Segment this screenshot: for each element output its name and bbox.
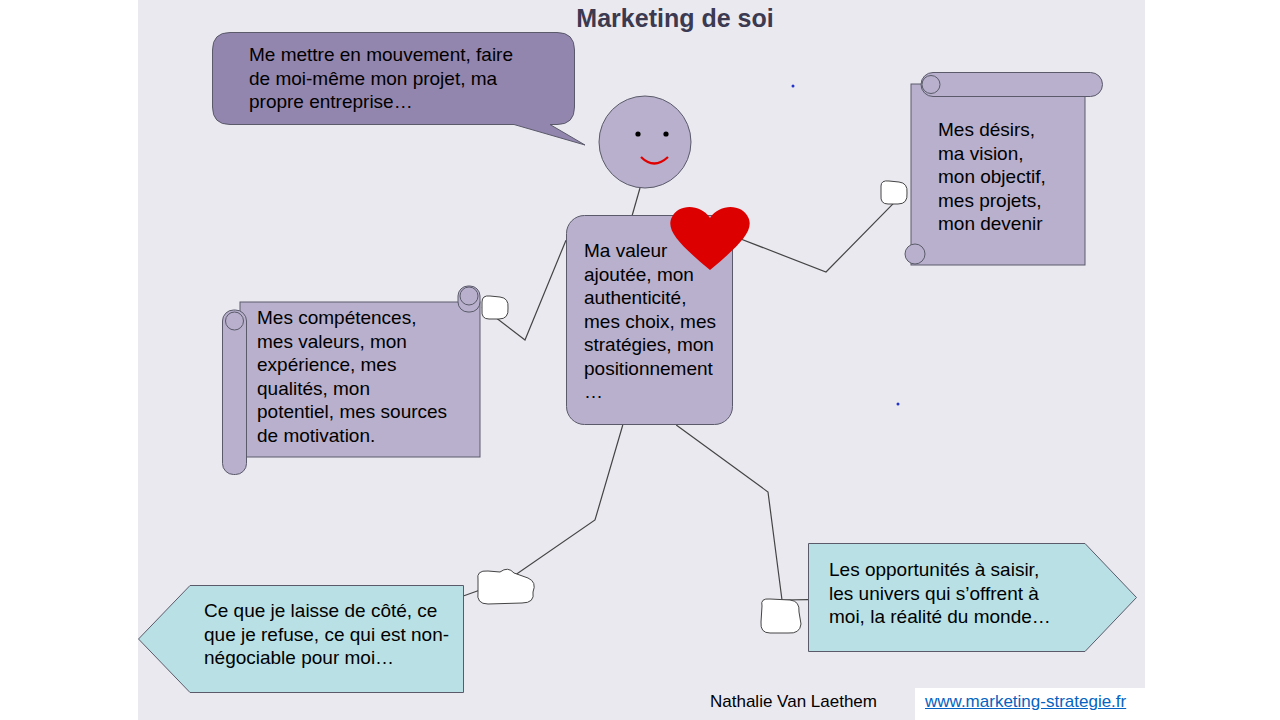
speech-bubble: Me mettre en mouvement, faire de moi-mêm…	[212, 32, 575, 125]
eye	[635, 131, 640, 136]
scroll-roll	[223, 310, 247, 475]
arrow-outline	[139, 586, 464, 693]
scroll-curl	[922, 76, 940, 94]
website-link: www.marketing-strategie.fr	[925, 692, 1126, 712]
arrow-shape: Ce que je laisse de côté, ce que je refu…	[138, 585, 464, 693]
scroll-sheet	[911, 84, 1085, 265]
scroll-sheet	[240, 302, 480, 457]
foot	[761, 599, 801, 633]
dot	[792, 85, 795, 88]
limb-line	[733, 192, 905, 272]
scroll-curl	[905, 244, 925, 264]
node-text: Mes compétences, mes valeurs, mon expéri…	[257, 306, 450, 447]
body-box: Ma valeur ajoutée, mon authenticité, mes…	[566, 215, 733, 425]
hand	[482, 296, 508, 319]
foot	[478, 569, 535, 604]
author-credit: Nathalie Van Laethem	[710, 692, 877, 712]
bubble-outline	[213, 33, 586, 146]
link-patch	[915, 688, 1145, 720]
scroll-curl	[226, 312, 244, 330]
box-outline	[567, 216, 733, 425]
slide-ground	[138, 0, 1145, 720]
diagram-title: Marketing de soi	[475, 4, 875, 33]
node-text: Mes désirs, ma vision, mon objectif, mes…	[938, 118, 1056, 236]
scroll: Mes désirs, ma vision, mon objectif, mes…	[905, 72, 1103, 265]
eye	[663, 131, 668, 136]
node-text: Ma valeur ajoutée, mon authenticité, mes…	[584, 239, 720, 404]
arrow-outline	[809, 544, 1137, 652]
limb-line	[464, 425, 623, 596]
node-text: Ce que je laisse de côté, ce que je refu…	[204, 599, 454, 670]
scroll-roll	[458, 286, 480, 312]
node-text: Les opportunités à saisir, les univers q…	[829, 558, 1059, 629]
neck-line	[632, 188, 640, 216]
head-circle	[599, 96, 691, 188]
arrow-shape: Les opportunités à saisir, les univers q…	[808, 543, 1137, 652]
scroll: Mes compétences, mes valeurs, mon expéri…	[222, 284, 482, 475]
scroll-curl	[460, 287, 478, 305]
heart	[670, 207, 749, 270]
dot	[897, 403, 900, 406]
limb-line	[676, 425, 808, 600]
smile	[641, 157, 668, 164]
node-text: Me mettre en mouvement, faire de moi-mêm…	[249, 43, 526, 114]
limb-line	[482, 240, 566, 340]
hand	[881, 181, 907, 204]
scroll-roll	[921, 73, 1103, 97]
